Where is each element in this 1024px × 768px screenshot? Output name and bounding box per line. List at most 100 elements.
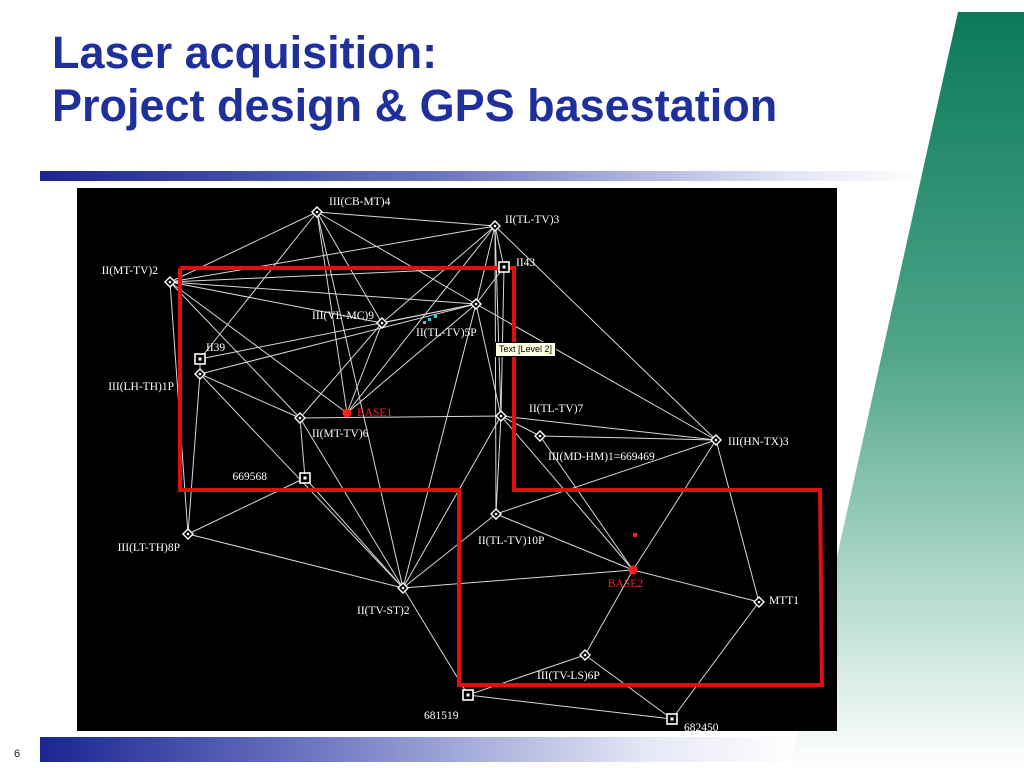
link-mt_tv_6-tl_tv_7 — [299, 415, 502, 419]
point-label-b669568: 669568 — [233, 471, 268, 483]
link-tl_tv_10p-base2 — [495, 513, 634, 571]
point-base2 — [628, 565, 638, 575]
point-vl_mc_9 — [376, 317, 388, 329]
link-cb_mt_4-tl_tv_3 — [316, 211, 496, 227]
link-cb_mt_4-base1 — [316, 211, 348, 414]
link-b669568-tv_st_2 — [304, 477, 404, 589]
link-hn_tx_3-tl_tv_10p — [495, 439, 717, 515]
point-label-tl_tv_7: II(TL-TV)7 — [529, 403, 584, 415]
point-p43 — [498, 261, 510, 273]
point-label-tv_ls_6p: III(TV-LS)6P — [537, 670, 600, 682]
link-tl_tv_3-base1 — [346, 225, 496, 414]
link-tl_tv_10p-tv_st_2 — [402, 513, 497, 589]
link-tv_st_2-base2 — [402, 569, 634, 589]
link-mt_tv_6-tv_st_2 — [299, 417, 404, 589]
point-label-base2: BASE2 — [608, 578, 643, 590]
title-underline-bar — [40, 171, 920, 181]
point-label-p39: II39 — [206, 342, 225, 354]
link-tl_tv_3-p43 — [494, 225, 505, 268]
point-b669568 — [299, 472, 311, 484]
link-tl_tv_5p-tv_st_2 — [402, 303, 477, 589]
network-canvas: III(CB-MT)4II(TL-TV)3II(MT-TV)2II43III(V… — [102, 196, 825, 731]
point-cb_mt_4 — [311, 206, 323, 218]
point-labels: III(CB-MT)4II(TL-TV)3II(MT-TV)2II43III(V… — [102, 196, 800, 731]
link-p39-tl_tv_5p — [199, 303, 477, 360]
link-tv_ls_6p-b681519 — [467, 654, 586, 696]
point-base1 — [342, 408, 352, 418]
link-mt_tv_6-b669568 — [299, 417, 306, 479]
point-label-lt_th_8p: III(LT-TH)8P — [118, 542, 180, 554]
link-tl_tv_3-mt_tv_2 — [169, 225, 496, 283]
survey-points — [164, 206, 765, 725]
point-label-mtt1: MTT1 — [769, 595, 799, 607]
link-vl_mc_9-mt_tv_6 — [299, 322, 383, 419]
point-label-md_hm_1: III(MD-HM)1=669469 — [548, 451, 655, 463]
point-tl_tv_10p — [490, 508, 502, 520]
link-tl_tv_5p-tl_tv_7 — [475, 303, 502, 417]
point-label-mt_tv_2: II(MT-TV)2 — [102, 265, 159, 277]
point-lt_th_8p — [182, 528, 194, 540]
point-tv_ls_6p — [579, 649, 591, 661]
point-p39 — [194, 353, 206, 365]
point-mt_tv_6 — [294, 412, 306, 424]
link-base2-mtt1 — [632, 569, 760, 603]
link-tl_tv_3-tl_tv_5p — [475, 225, 496, 305]
link-mt_tv_2-vl_mc_9 — [169, 281, 383, 324]
point-label-tv_st_2: II(TV-ST)2 — [357, 605, 410, 617]
point-label-lh_th_1p: III(LH-TH)1P — [108, 381, 174, 393]
link-tl_tv_3-tl_tv_7 — [494, 225, 502, 417]
link-cb_mt_4-mt_tv_2 — [169, 211, 318, 283]
link-lt_th_8p-tv_st_2 — [187, 533, 404, 589]
link-b669568-lt_th_8p — [187, 477, 306, 535]
link-lh_th_1p-mt_tv_6 — [199, 373, 301, 419]
link-hn_tx_3-base2 — [632, 439, 717, 571]
link-p43-tl_tv_7 — [500, 266, 505, 417]
survey-links — [169, 211, 760, 720]
point-tl_tv_5p — [470, 298, 482, 310]
page-number: 6 — [14, 748, 21, 760]
selection-markers — [423, 315, 637, 537]
link-hn_tx_3-mtt1 — [715, 439, 760, 603]
point-label-base1: BASE1 — [357, 407, 392, 419]
link-tl_tv_3-vl_mc_9 — [381, 225, 496, 324]
link-tl_tv_7-hn_tx_3 — [500, 415, 717, 441]
link-tl_tv_7-base2 — [500, 415, 634, 571]
link-tl_tv_3-tl_tv_10p — [494, 225, 497, 515]
point-label-vl_mc_9: III(VL-MC)9 — [312, 310, 374, 322]
link-vl_mc_9-base1 — [346, 322, 383, 414]
point-label-b682450: 682450 — [684, 722, 719, 731]
link-mtt1-b682450 — [671, 601, 760, 720]
point-tv_st_2 — [397, 582, 409, 594]
link-mt_tv_2-mt_tv_6 — [169, 281, 301, 419]
slide-title: Laser acquisition: Project design & GPS … — [52, 26, 777, 132]
link-tl_tv_7-tv_st_2 — [402, 415, 502, 589]
point-md_hm_1 — [534, 430, 546, 442]
footer-bar — [40, 737, 800, 762]
link-b681519-b682450 — [467, 694, 673, 720]
link-tl_tv_5p-base1 — [346, 303, 477, 414]
point-label-mt_tv_6: II(MT-TV)6 — [312, 428, 369, 440]
point-tl_tv_3 — [489, 220, 501, 232]
link-tl_tv_7-tl_tv_10p — [495, 415, 502, 515]
text-level-tooltip: Text [Level 2] — [495, 342, 557, 357]
link-tl_tv_7-md_hm_1 — [500, 415, 541, 437]
point-label-cb_mt_4: III(CB-MT)4 — [329, 196, 391, 208]
title-line-1: Laser acquisition: — [52, 27, 438, 78]
link-mt_tv_2-tl_tv_5p — [169, 281, 477, 305]
point-tl_tv_7 — [495, 410, 507, 422]
point-label-tl_tv_5p: II(TL-TV)5P — [416, 327, 477, 339]
point-mtt1 — [753, 596, 765, 608]
title-line-2: Project design & GPS basestation — [52, 80, 778, 131]
link-lh_th_1p-lt_th_8p — [187, 373, 201, 535]
point-b681519 — [462, 689, 474, 701]
link-base2-tv_ls_6p — [584, 569, 634, 656]
link-tl_tv_3-hn_tx_3 — [494, 225, 717, 441]
link-cb_mt_4-tl_tv_5p — [316, 211, 477, 305]
link-p43-tl_tv_5p — [475, 266, 505, 305]
point-label-tl_tv_10p: II(TL-TV)10P — [478, 535, 544, 547]
point-label-tl_tv_3: II(TL-TV)3 — [505, 214, 560, 226]
point-b682450 — [666, 713, 678, 725]
point-hn_tx_3 — [710, 434, 722, 446]
